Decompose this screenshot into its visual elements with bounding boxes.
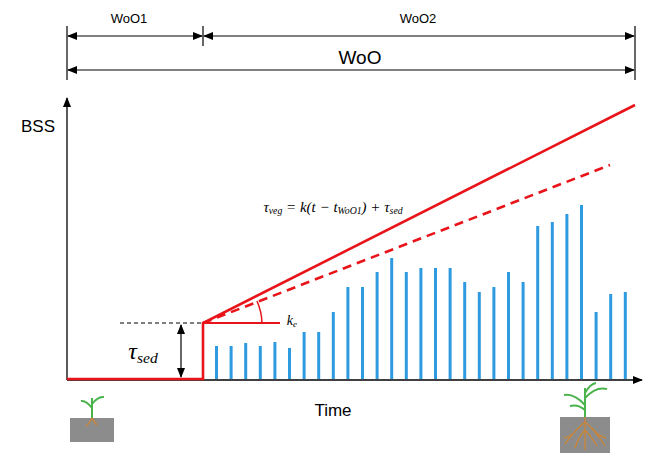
bss-bar	[259, 346, 262, 379]
bss-bar	[332, 312, 335, 379]
bss-bar	[609, 294, 612, 379]
bss-bar	[478, 292, 481, 379]
threshold-label: τsed	[128, 339, 157, 365]
period-label: WoO2	[400, 12, 437, 25]
bss-bar	[434, 268, 437, 379]
slope-label: ke	[287, 314, 297, 329]
bss-bar	[361, 287, 364, 379]
bss-bar	[273, 342, 276, 379]
axis-label: Time	[314, 402, 351, 419]
period-label: WoO	[339, 48, 382, 67]
bss-bar	[463, 282, 466, 379]
period-label: WoO1	[111, 12, 148, 25]
bss-bar	[405, 272, 408, 379]
bss-bar	[419, 268, 422, 379]
bss-bar	[507, 272, 510, 379]
bss-bar	[288, 348, 291, 379]
bss-bar	[522, 282, 525, 379]
bss-bar	[215, 346, 218, 379]
bss-bar	[536, 226, 539, 379]
bss-bar	[449, 268, 452, 379]
bss-bar	[303, 332, 306, 379]
bss-bar	[492, 287, 495, 379]
bss-bar	[390, 258, 393, 379]
bss-bar	[376, 272, 379, 379]
axis-label: BSS	[21, 118, 55, 135]
bss-bar	[230, 346, 233, 379]
bss-bar	[595, 312, 598, 379]
bss-bar	[551, 222, 554, 379]
equation: τveg = k(t − tWoO1) + τsed	[263, 200, 402, 216]
bss-bar	[244, 343, 247, 379]
bss-bar	[580, 205, 583, 379]
bss-bar	[346, 287, 349, 379]
bss-bar	[624, 292, 627, 379]
bss-bar	[317, 332, 320, 379]
bss-bar	[565, 214, 568, 379]
